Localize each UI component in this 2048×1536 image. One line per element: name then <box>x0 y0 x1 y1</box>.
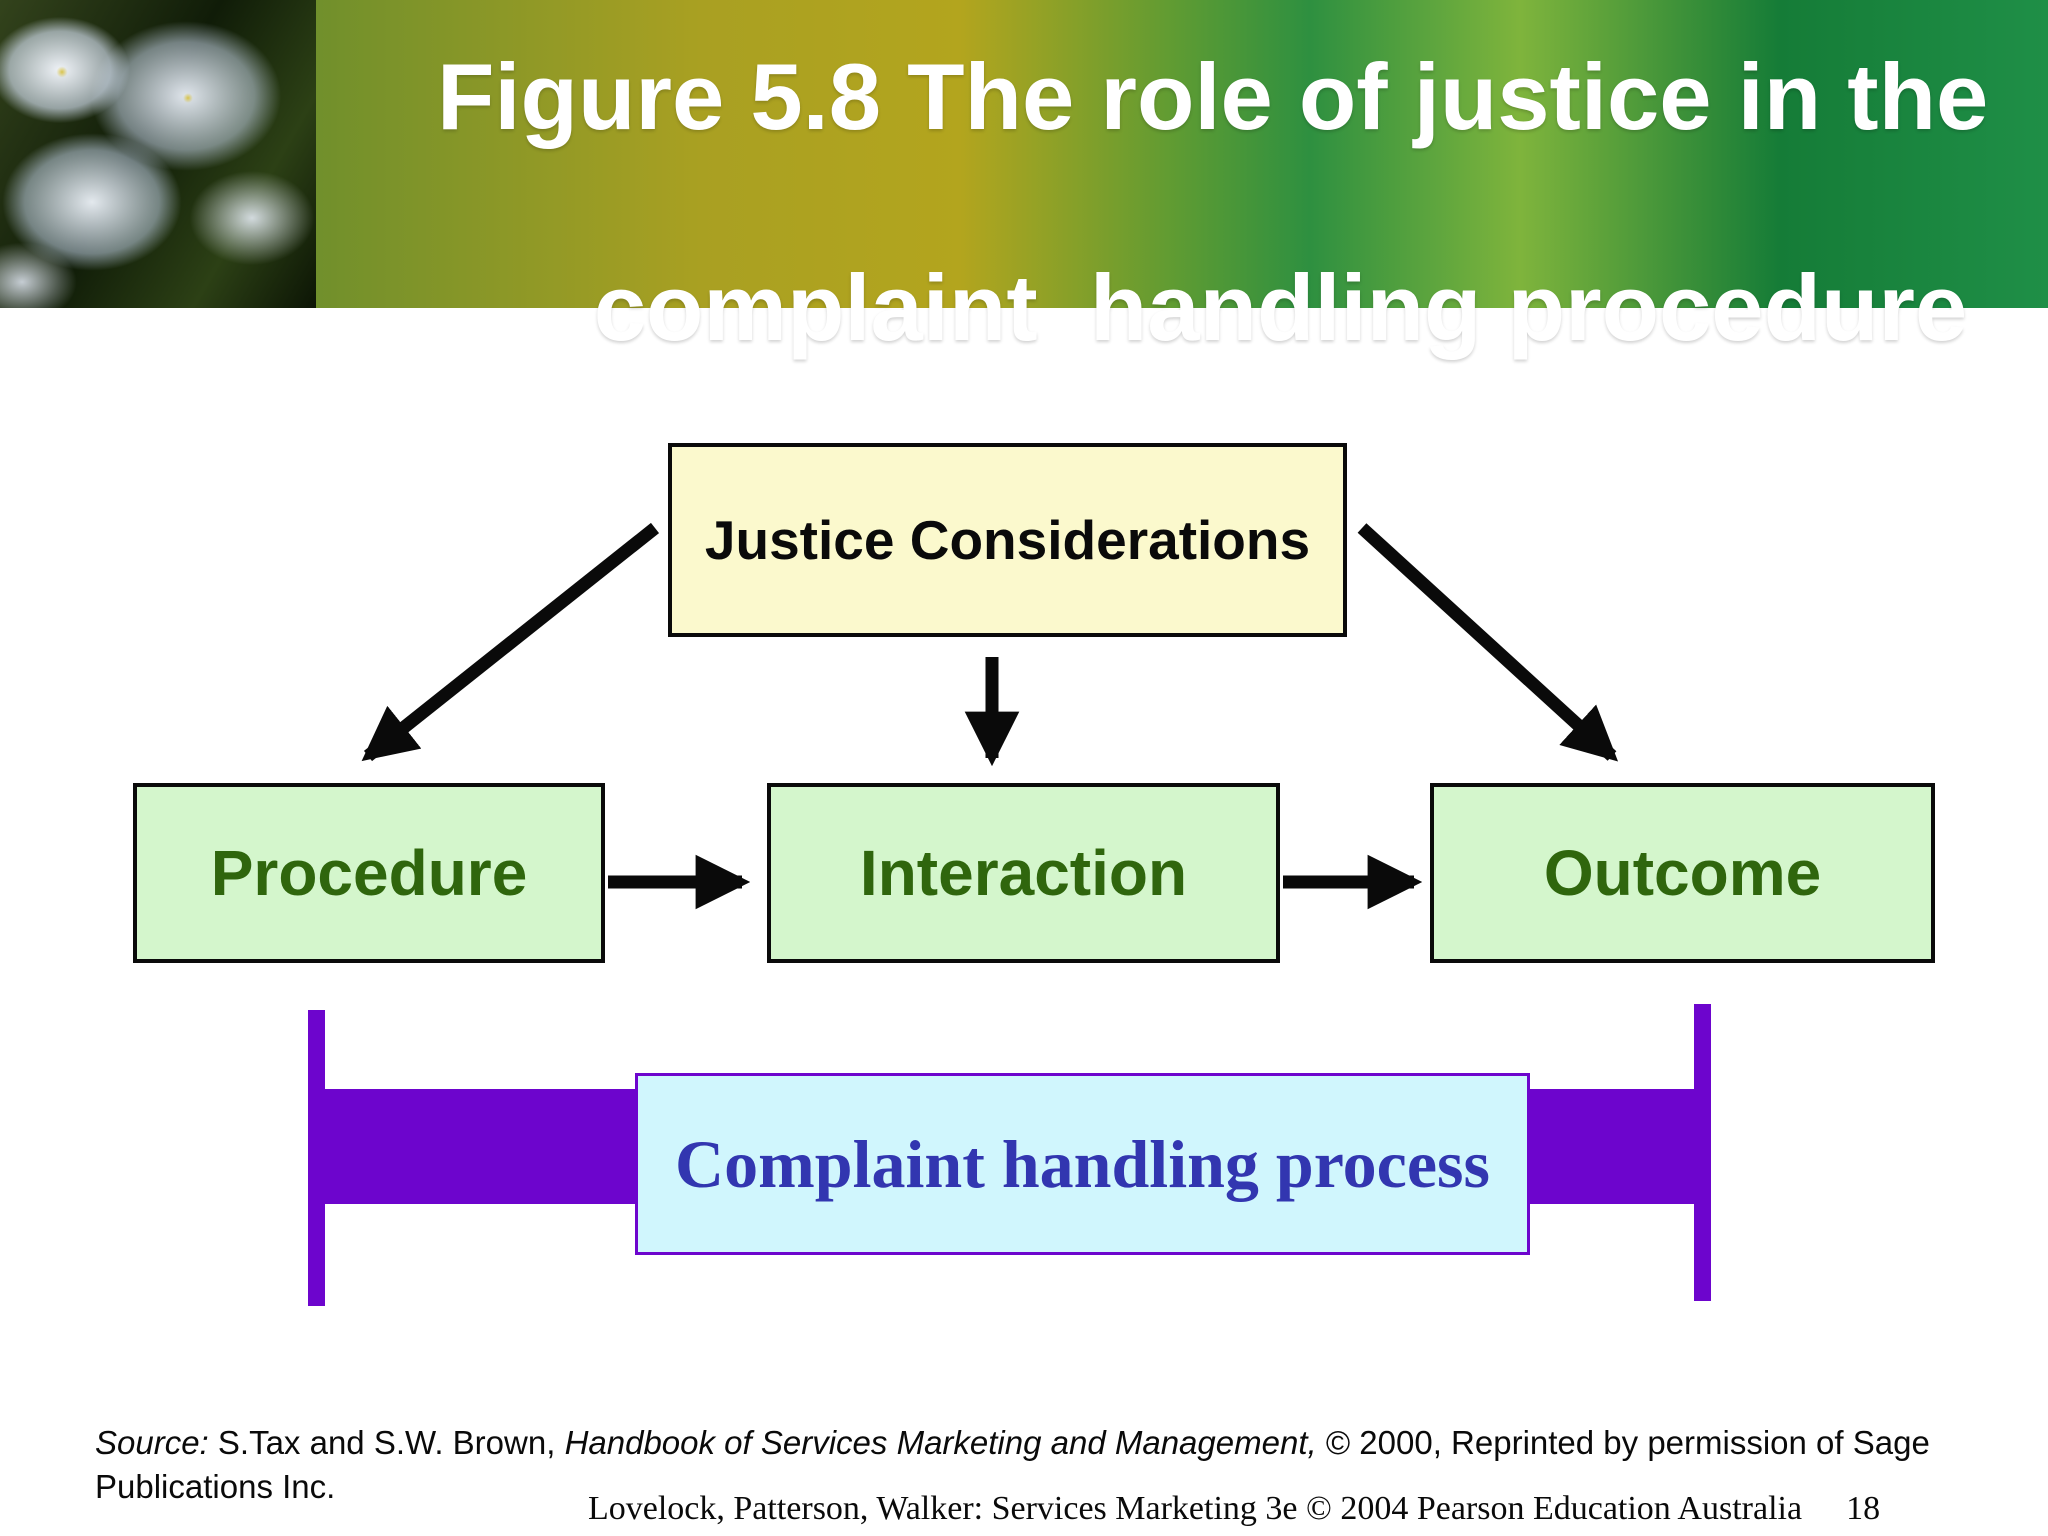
process-bar-right-cap <box>1694 1004 1711 1301</box>
justice-considerations-label: Justice Considerations <box>704 509 1311 571</box>
header-band: Figure 5.8 The role of justice in the co… <box>0 0 2048 360</box>
source-word: Source: <box>95 1424 209 1461</box>
source-book-title: Handbook of Services Marketing and Manag… <box>564 1424 1317 1461</box>
outcome-label: Outcome <box>1543 837 1822 909</box>
interaction-label: Interaction <box>859 837 1188 909</box>
procedure-box: Procedure <box>133 783 605 963</box>
slide-title: Figure 5.8 The role of justice in the co… <box>437 44 1997 465</box>
footer: Lovelock, Patterson, Walker: Services Ma… <box>588 1490 1988 1528</box>
arrow-justice-to-procedure <box>361 522 660 762</box>
complaint-handling-process-label: Complaint handling process <box>675 1125 1490 1202</box>
interaction-box: Interaction <box>767 783 1280 963</box>
source-note: Source: S.Tax and S.W. Brown, Handbook o… <box>95 1421 1975 1509</box>
dandelion-photo <box>0 0 316 308</box>
slide-title-line1: Figure 5.8 The role of justice in the <box>437 44 1989 149</box>
procedure-label: Procedure <box>210 837 528 909</box>
arrow-justice-to-outcome <box>1357 523 1619 762</box>
footer-citation: Lovelock, Patterson, Walker: Services Ma… <box>588 1490 1803 1527</box>
slide-title-line2: complaint handling procedure <box>593 254 1968 360</box>
source-authors: S.Tax and S.W. Brown, <box>208 1424 565 1461</box>
complaint-handling-process-box: Complaint handling process <box>635 1073 1530 1255</box>
source-suffix: © 2000, Reprinted by permission of Sage … <box>95 1424 1930 1506</box>
outcome-box: Outcome <box>1430 783 1935 963</box>
justice-considerations-box: Justice Considerations <box>668 443 1347 637</box>
page-number: 18 <box>1846 1490 1881 1527</box>
